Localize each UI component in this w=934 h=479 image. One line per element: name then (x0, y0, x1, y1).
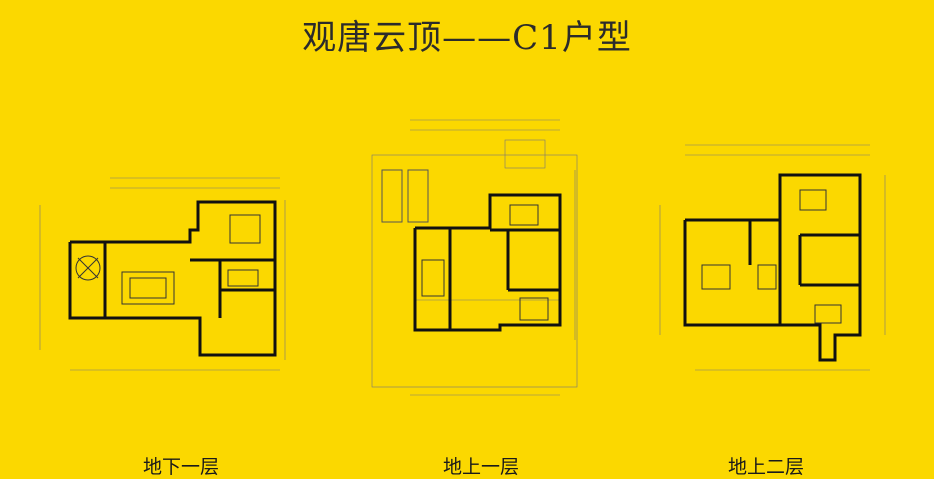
floor-plan-basement (30, 160, 320, 390)
floor-name-second: 地上二层 (727, 456, 804, 478)
second-plan-drawing (659, 144, 886, 371)
ground-plan-drawing (371, 119, 578, 396)
floor-name-ground: 地上一层 (442, 456, 519, 478)
page-title: 观唐云顶——C1户型 (302, 18, 632, 58)
floor-plan-ground (360, 110, 600, 410)
floor-name-basement: 地下一层 (142, 456, 219, 478)
floor-plan-second (650, 135, 900, 385)
basement-plan-drawing (39, 177, 286, 371)
